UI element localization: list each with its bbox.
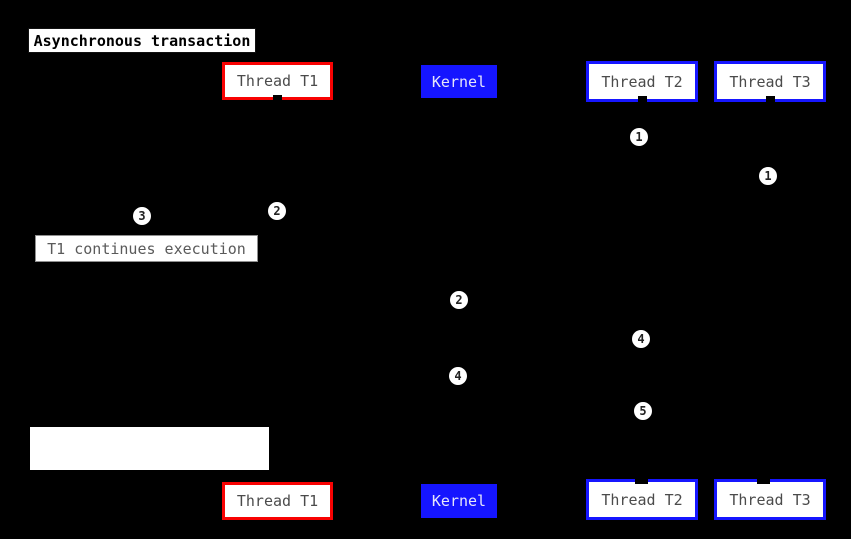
participant-kernel-top: Kernel (421, 65, 497, 98)
lifeline-notch-icon (635, 479, 648, 484)
participant-label: Thread T2 (601, 490, 683, 509)
participant-thread-t1-top: Thread T1 (222, 62, 333, 100)
step-marker: 2 (267, 201, 287, 221)
lifeline-notch-icon (638, 96, 647, 102)
participant-thread-t3-top: Thread T3 (714, 61, 826, 102)
lifeline-notch-icon (757, 479, 770, 484)
step-marker: 4 (448, 366, 468, 386)
note-blank-box (30, 427, 269, 470)
participant-thread-t1-bottom: Thread T1 (222, 482, 333, 520)
step-marker: 1 (629, 127, 649, 147)
step-marker: 3 (132, 206, 152, 226)
participant-label: Thread T3 (729, 490, 811, 509)
participant-label: Thread T3 (729, 72, 811, 91)
step-marker: 1 (758, 166, 778, 186)
lifeline-notch-icon (273, 95, 282, 101)
participant-label: Kernel (431, 72, 487, 91)
lifeline-notch-icon (766, 96, 775, 102)
step-marker: 4 (631, 329, 651, 349)
participant-label: Thread T2 (601, 72, 683, 91)
arrowhead-down-icon (270, 474, 286, 484)
step-marker: 2 (449, 290, 469, 310)
participant-label: Thread T1 (236, 492, 319, 510)
participant-kernel-bottom: Kernel (421, 484, 497, 518)
diagram-title: Asynchronous transaction (28, 28, 256, 53)
participant-thread-t3-bottom: Thread T3 (714, 479, 826, 520)
participant-label: Kernel (431, 492, 487, 510)
participant-label: Thread T1 (236, 72, 319, 90)
participant-thread-t2-bottom: Thread T2 (586, 479, 698, 520)
step-marker: 5 (633, 401, 653, 421)
note-t1-continues: T1 continues execution (35, 235, 258, 262)
